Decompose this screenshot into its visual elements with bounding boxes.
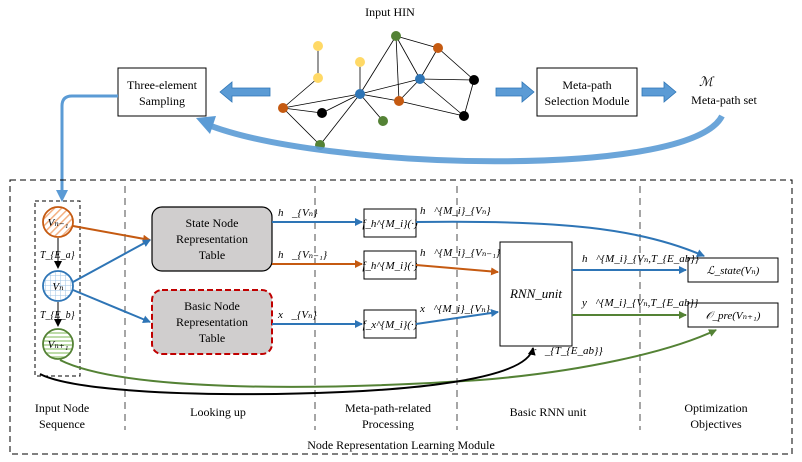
- feedback-curve-arrow: [204, 114, 725, 165]
- hin-node: [391, 31, 401, 41]
- vec-h-out: h⃗^{M_i}_{Vₙ,T_{E_ab}}: [582, 253, 700, 265]
- fh-box-2: [363, 250, 417, 280]
- hin-node: [378, 116, 388, 126]
- fx-box-label: f_x^{M_i}(·): [363, 319, 418, 331]
- rnn-unit-label: RNN_unit: [509, 286, 562, 301]
- hin-node: [469, 75, 479, 85]
- objective-pre-box: [687, 302, 779, 328]
- vprev-to-state-arrow: [72, 225, 151, 243]
- hin-nodes: [278, 31, 479, 150]
- objective-pre-label: 𝒪_pre(Vₙ₊₁): [706, 310, 761, 322]
- vec-hm-vn: h⃗^{M_i}_{Vₙ}: [420, 205, 491, 217]
- node-v-prev: [42, 206, 74, 238]
- node-v-prev-label: Vₙ₋₁: [48, 217, 69, 229]
- fh-box-1-label: f_h^{M_i}(·): [362, 218, 418, 230]
- objective-state-box: [687, 257, 779, 283]
- hin-node: [459, 111, 469, 121]
- section-looking-up: Looking up: [190, 405, 246, 419]
- selection-label-2: Selection Module: [545, 94, 630, 108]
- fx-to-rnn-arrow: [415, 309, 499, 325]
- module-frame: [9, 179, 793, 455]
- feedback-curve-head: [196, 116, 216, 134]
- vec-h-vn1: h⃗_{Vₙ₋₁}: [278, 249, 328, 261]
- sampling-label-2: Sampling: [139, 94, 185, 108]
- vec-x-vn: x⃗_{Vₙ}: [277, 309, 318, 321]
- state-table-label-1: State Node: [186, 216, 239, 230]
- rnn-unit-box: [499, 241, 573, 347]
- hin-to-sampling-arrow: [219, 81, 271, 103]
- edge-a-label: T_{E_a}: [40, 250, 75, 261]
- node-v-curr-label: Vₙ: [52, 281, 63, 293]
- section-metapath-2: Processing: [362, 417, 414, 431]
- basic-table-label-2: Representation: [176, 315, 248, 329]
- vec-xm-vn: x⃗^{M_i}_{Vₙ}: [419, 303, 491, 315]
- edge-to-rnn-arrow: [39, 347, 536, 396]
- hin-to-selection-arrow: [495, 81, 535, 103]
- hin-node: [317, 108, 327, 118]
- node-v-next: [42, 328, 74, 360]
- sampling-label-1: Three-element: [127, 78, 198, 92]
- hin-node: [355, 89, 365, 99]
- edge-b-label: T_{E_b}: [40, 310, 75, 321]
- vnext-to-pre-objective-arrow: [59, 329, 717, 388]
- module-title: Node Representation Learning Module: [307, 438, 495, 452]
- selection-box: [536, 67, 638, 117]
- state-table-label-3: Table: [199, 248, 225, 262]
- basic-table-label-1: Basic Node: [184, 299, 240, 313]
- fh-box-1: [363, 208, 417, 238]
- hin-node: [355, 57, 365, 67]
- metapath-set-label: Meta-path set: [691, 93, 757, 107]
- hin-node: [313, 41, 323, 51]
- hin-graph: [282, 35, 475, 146]
- vcurr-to-basic-arrow: [72, 289, 151, 324]
- section-input-seq-2: Sequence: [39, 417, 85, 431]
- hin-node: [415, 74, 425, 84]
- block-arrows: [219, 81, 677, 103]
- state-table-label-2: Representation: [176, 232, 248, 246]
- hin-title: Input HIN: [365, 5, 415, 19]
- section-optimization-1: Optimization: [684, 401, 747, 415]
- sampling-box: [117, 67, 207, 117]
- sampling-to-sequence-head: [56, 190, 68, 202]
- metapath-symbol: ℳ: [699, 74, 715, 89]
- hin-node: [278, 103, 288, 113]
- node-v-next-label: Vₙ₊₁: [48, 339, 69, 351]
- vcurr-to-state-arrow: [72, 239, 151, 283]
- vec-h-vn: h⃗_{Vₙ}: [278, 207, 318, 219]
- hin-node: [313, 73, 323, 83]
- section-metapath-1: Meta-path-related: [345, 401, 431, 415]
- vec-r-t: r⃗_{T_{E_ab}}: [532, 345, 603, 357]
- basic-table: [151, 289, 273, 355]
- sequence-box: [34, 200, 81, 377]
- basic-table-label-3: Table: [199, 331, 225, 345]
- sampling-to-sequence-arrow: [60, 94, 118, 194]
- section-dividers: [124, 186, 641, 430]
- node-v-curr: [42, 270, 74, 302]
- section-optimization-2: Objectives: [690, 417, 742, 431]
- section-basic-rnn: Basic RNN unit: [510, 405, 587, 419]
- selection-label-1: Meta-path: [562, 78, 611, 92]
- hin-node: [433, 43, 443, 53]
- selection-to-set-arrow: [641, 81, 677, 103]
- fh2-to-rnn-arrow: [415, 264, 499, 276]
- fh1-to-state-objective-arrow: [415, 220, 705, 257]
- hin-node: [394, 96, 404, 106]
- objective-state-label: ℒ_state(Vₙ): [707, 265, 760, 277]
- section-input-seq-1: Input Node: [35, 401, 89, 415]
- state-table: [151, 206, 273, 272]
- vec-y-out: y⃗^{M_i}_{Vₙ,T_{E_ab}}: [581, 297, 699, 309]
- fh-box-2-label: f_h^{M_i}(·): [362, 260, 418, 272]
- vec-hm-vn1: h⃗^{M_i}_{Vₙ₋₁}: [420, 247, 501, 259]
